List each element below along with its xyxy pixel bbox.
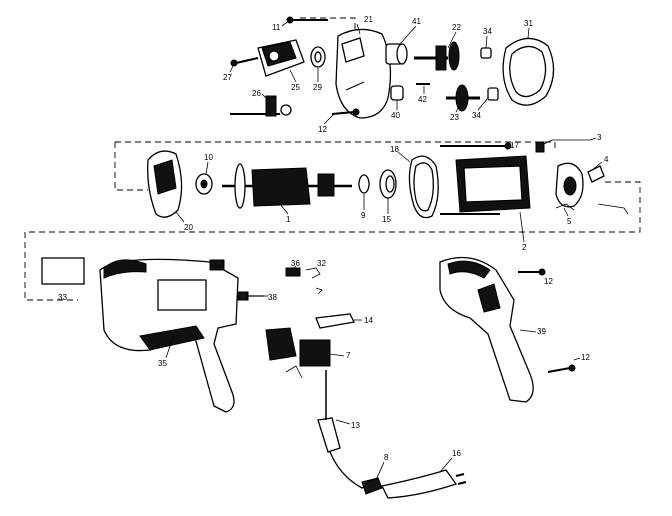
part-key-26: [230, 95, 292, 117]
part-plug-16: [381, 469, 467, 499]
label-part-20: 20: [184, 223, 193, 232]
label-part-27: 27: [223, 73, 232, 82]
part-bearing-10: [195, 173, 213, 195]
part-number-labels: 11 21 41 22 34 31 27 25 29 26 12 42 40 2…: [58, 15, 609, 462]
part-screw-27: [230, 57, 259, 67]
label-part-13: 13: [351, 421, 360, 430]
label-part-35: 35: [158, 359, 167, 368]
label-part-10: 10: [204, 153, 213, 162]
label-part-33: 33: [58, 293, 67, 302]
label-part-34-top: 34: [483, 27, 492, 36]
part-handle-half-39: [439, 256, 534, 403]
part-end-cap-20: [147, 150, 183, 218]
part-lever-32: [305, 267, 321, 279]
label-part-39: 39: [537, 327, 546, 336]
label-part-36: 36: [291, 259, 300, 268]
label-part-40: 40: [391, 111, 400, 120]
label-part-5: 5: [567, 217, 572, 226]
label-part-34-bottom: 34: [472, 111, 481, 120]
part-gasket-31: [502, 37, 555, 106]
label-part-38: 38: [268, 293, 277, 302]
label-part-11-top: 11: [272, 23, 281, 32]
label-part-7: 7: [346, 351, 351, 360]
part-brush-holder-4: [555, 162, 605, 208]
label-part-41: 41: [412, 17, 421, 26]
label-part-22: 22: [452, 23, 461, 32]
part-screw-12-top: [331, 108, 360, 116]
part-gear-23: [446, 84, 480, 112]
leader-lines: [165, 19, 603, 481]
label-part-17: 17: [510, 141, 519, 150]
label-part-15: 15: [382, 215, 391, 224]
label-part-12-top: 12: [318, 125, 327, 134]
part-cord-8: [329, 451, 383, 495]
part-switch-38: [237, 287, 323, 301]
label-part-2: 2: [522, 243, 527, 252]
part-baffle-18: [408, 155, 439, 219]
part-bearing-15: [379, 169, 397, 199]
part-switch-36: [285, 267, 301, 277]
label-part-18: 18: [390, 145, 399, 154]
label-part-16: 16: [452, 449, 461, 458]
label-part-23: 23: [450, 113, 459, 122]
part-plate-14: [315, 313, 355, 329]
part-chuck-25: [257, 39, 305, 77]
label-part-32: 32: [317, 259, 326, 268]
label-part-31: 31: [524, 19, 533, 28]
label-part-25: 25: [291, 83, 300, 92]
part-spring-5: [555, 203, 629, 215]
part-field-2: [440, 155, 531, 215]
label-part-8: 8: [384, 453, 389, 462]
part-spindle-22: [414, 41, 460, 71]
label-part-1: 1: [286, 215, 291, 224]
part-housing-35: [99, 258, 239, 413]
label-part-9: 9: [361, 211, 366, 220]
label-part-42: 42: [418, 95, 427, 104]
part-screw-12-bottom: [547, 364, 576, 373]
part-nameplate-33: [41, 257, 85, 285]
part-screw-17: [440, 142, 512, 150]
label-part-3: 3: [597, 133, 602, 142]
dashed-assembly-lines: [24, 17, 641, 301]
label-part-29: 29: [313, 83, 322, 92]
part-washer-29: [310, 46, 326, 68]
label-part-12-mid: 12: [544, 277, 553, 286]
part-bearing-40: [390, 85, 404, 101]
label-part-21: 21: [364, 15, 373, 24]
part-screw-12-mid: [518, 268, 546, 276]
label-part-26: 26: [252, 89, 261, 98]
part-gear-case-21: [335, 28, 392, 119]
label-part-12-bottom: 12: [581, 353, 590, 362]
part-armature-1: [222, 163, 352, 209]
part-bushing-34-top: [480, 47, 492, 59]
part-washer-9: [358, 174, 370, 194]
part-switch-assembly-7: [265, 327, 331, 379]
label-part-4: 4: [604, 155, 609, 164]
label-part-14: 14: [364, 316, 373, 325]
part-cord-protector-13: [317, 370, 341, 453]
part-brush-3: [535, 139, 590, 153]
part-bushing-34-bottom: [487, 87, 499, 101]
part-bearing-41: [385, 43, 408, 65]
